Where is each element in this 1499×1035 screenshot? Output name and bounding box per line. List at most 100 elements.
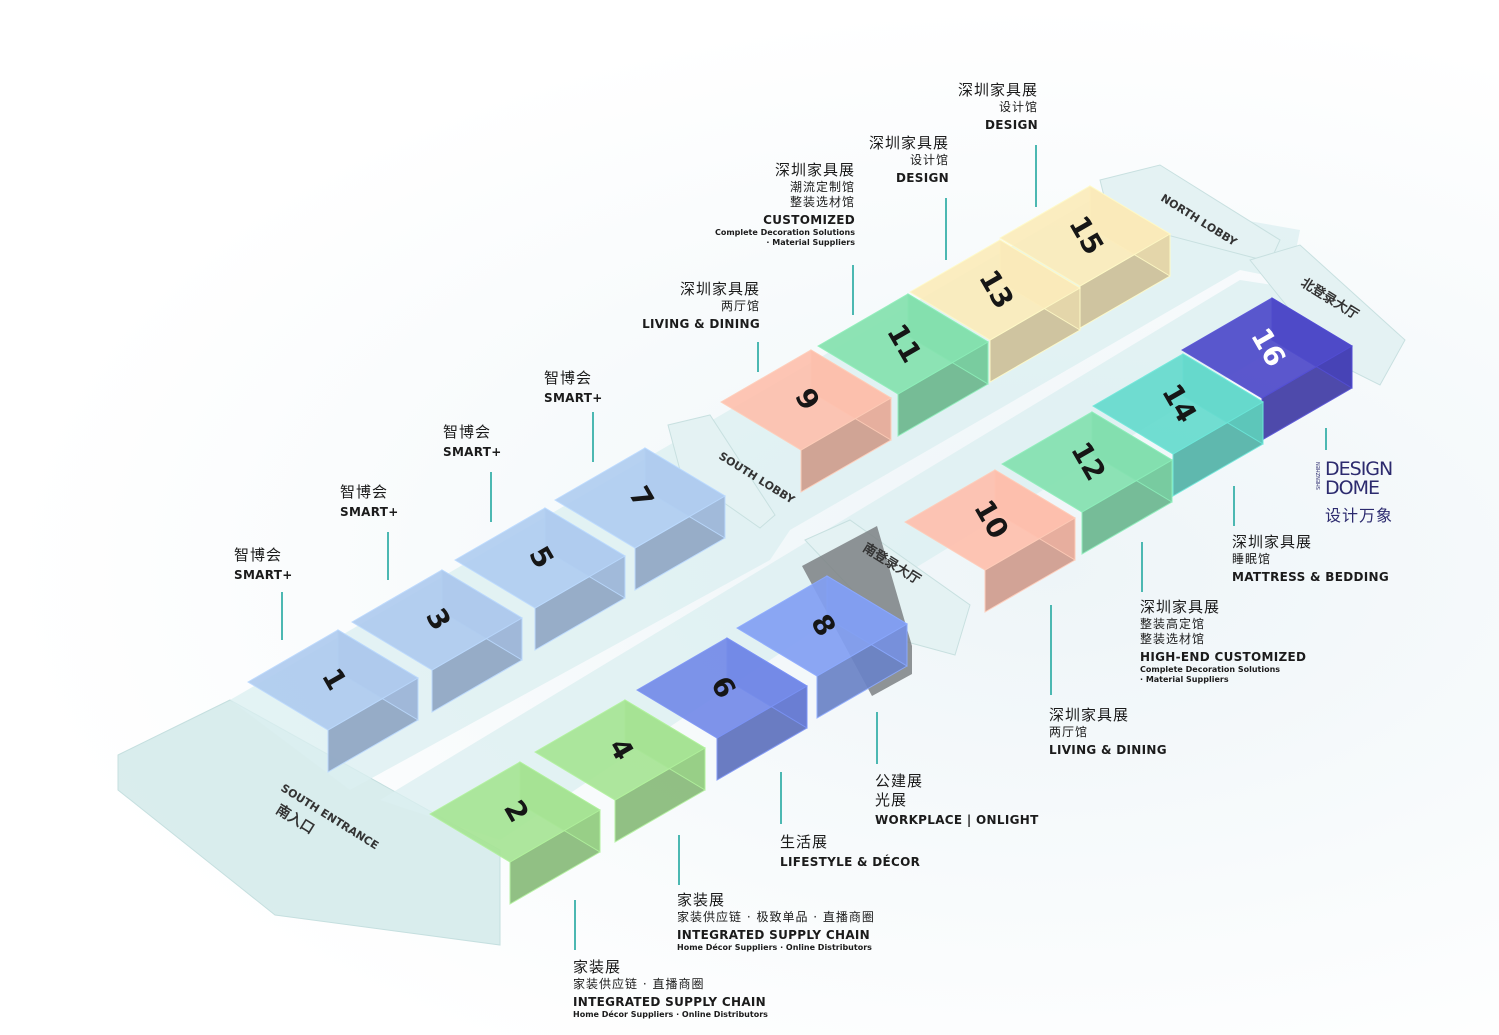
logo-line1: DESIGN xyxy=(1325,458,1393,480)
label-smart-5: 智博会 SMART+ xyxy=(443,423,502,460)
booth-top xyxy=(1181,297,1353,399)
booth-top xyxy=(1001,411,1173,513)
label-cn: 智博会 xyxy=(443,423,492,441)
label-en: LIFESTYLE & DÉCOR xyxy=(780,854,921,869)
booth-5[interactable]: 5 xyxy=(454,507,626,651)
booth-9[interactable]: 9 xyxy=(720,349,892,493)
booth-3[interactable]: 3 xyxy=(351,569,523,713)
booth-top xyxy=(534,699,706,801)
booth-top xyxy=(351,569,523,671)
booth-top xyxy=(736,575,908,677)
booth-14[interactable]: 14 xyxy=(1092,353,1264,497)
booth-13[interactable]: 13 xyxy=(909,239,1081,383)
booth-1[interactable]: 1 xyxy=(247,629,419,773)
label-en: DESIGN xyxy=(896,170,949,185)
label-cn: 家装展 xyxy=(573,958,622,976)
booth-top xyxy=(554,447,726,549)
booth-top xyxy=(454,507,626,609)
label-en: SMART+ xyxy=(544,390,603,405)
booth-top xyxy=(909,239,1081,341)
label-cn: 深圳家具展 xyxy=(957,81,1038,99)
label-home-2: 家装展 家装供应链 · 直播商圈 INTEGRATED SUPPLY CHAIN… xyxy=(573,958,768,1020)
label-sub: 设计馆 xyxy=(909,152,949,167)
booth-top xyxy=(999,185,1171,287)
label-small: · Material Suppliers xyxy=(766,237,855,247)
label-cn: 光展 xyxy=(875,790,908,809)
booth-6[interactable]: 6 xyxy=(636,637,808,781)
logo-side-text: SHENZHEN xyxy=(1316,462,1322,490)
label-living-10: 深圳家具展 两厅馆 LIVING & DINING xyxy=(1049,706,1167,758)
label-en: LIVING & DINING xyxy=(642,316,760,331)
label-highend-12: 深圳家具展 整装高定馆 整装选材馆 HIGH-END CUSTOMIZED Co… xyxy=(1140,598,1306,685)
label-en: INTEGRATED SUPPLY CHAIN xyxy=(573,994,767,1009)
booth-8[interactable]: 8 xyxy=(736,526,912,719)
label-small: · Material Suppliers xyxy=(1140,674,1229,684)
label-en: LIVING & DINING xyxy=(1049,742,1167,757)
booth-16[interactable]: 16 xyxy=(1181,297,1353,441)
label-mattress-14: 深圳家具展 睡眠馆 MATTRESS & BEDDING xyxy=(1232,533,1389,585)
label-small: Complete Decoration Solutions xyxy=(714,227,855,237)
booth-12[interactable]: 12 xyxy=(1001,411,1173,555)
label-cn: 智博会 xyxy=(234,546,283,564)
label-smart-3: 智博会 SMART+ xyxy=(340,483,399,520)
label-cn: 家装展 xyxy=(677,891,726,909)
booth-top xyxy=(247,629,419,731)
design-dome-logo: SHENZHEN DESIGN DOME 设计万象 xyxy=(1316,458,1394,526)
label-sub: 两厅馆 xyxy=(720,298,760,313)
leader-line xyxy=(574,900,576,950)
leader-line xyxy=(1233,486,1235,526)
label-home-4: 家装展 家装供应链 · 极致单品 · 直播商圈 INTEGRATED SUPPL… xyxy=(677,891,875,953)
booth-10[interactable]: 10 xyxy=(904,469,1076,613)
booth-top xyxy=(817,293,989,395)
booth-top xyxy=(429,761,601,863)
leader-line xyxy=(1325,428,1327,450)
leader-line xyxy=(852,265,854,315)
label-sub: 潮流定制馆 xyxy=(789,179,855,194)
booth-11[interactable]: 11 xyxy=(817,293,989,437)
leader-line xyxy=(281,592,283,640)
label-smart-1: 智博会 SMART+ xyxy=(234,546,293,583)
booth-top xyxy=(636,637,808,739)
label-cn: 深圳家具展 xyxy=(1049,706,1130,724)
leader-line xyxy=(387,532,389,580)
label-en: DESIGN xyxy=(985,117,1038,132)
label-sub: 睡眠馆 xyxy=(1232,551,1272,566)
label-en: SMART+ xyxy=(234,567,293,582)
label-en: HIGH-END CUSTOMIZED xyxy=(1140,649,1307,664)
leader-line xyxy=(945,198,947,260)
label-cn: 深圳家具展 xyxy=(679,280,760,298)
label-sub: 整装选材馆 xyxy=(1140,631,1206,646)
label-small: Complete Decoration Solutions xyxy=(1140,664,1281,674)
leader-line xyxy=(1035,145,1037,207)
leader-line xyxy=(780,772,782,824)
booth-top xyxy=(1092,353,1264,455)
label-cn: 深圳家具展 xyxy=(1140,598,1221,616)
logo-line2: DOME xyxy=(1325,477,1380,499)
label-sub: 整装高定馆 xyxy=(1140,616,1206,631)
leader-line xyxy=(678,835,680,885)
label-en: INTEGRATED SUPPLY CHAIN xyxy=(677,927,871,942)
label-cn: 生活展 xyxy=(780,833,829,851)
booth-top xyxy=(720,349,892,451)
booth-2[interactable]: 2 xyxy=(429,761,601,905)
leader-line xyxy=(490,472,492,522)
logo-cn: 设计万象 xyxy=(1325,506,1394,525)
label-workplace-8: 公建展 光展 WORKPLACE | ONLIGHT xyxy=(875,772,1039,828)
label-cn: 智博会 xyxy=(340,483,389,501)
label-small: Home Décor Suppliers · Online Distributo… xyxy=(677,942,872,952)
label-smart-7: 智博会 SMART+ xyxy=(544,369,603,406)
label-en: WORKPLACE | ONLIGHT xyxy=(875,812,1039,827)
label-cn: 深圳家具展 xyxy=(1232,533,1313,551)
label-cn: 深圳家具展 xyxy=(868,134,949,152)
label-cn: 公建展 xyxy=(875,772,924,790)
booth-4[interactable]: 4 xyxy=(534,699,706,843)
label-sub: 家装供应链 · 直播商圈 xyxy=(573,976,705,991)
booth-7[interactable]: 7 xyxy=(554,447,726,591)
label-sub: 家装供应链 · 极致单品 · 直播商圈 xyxy=(677,909,875,924)
leader-line xyxy=(757,342,759,372)
label-design-13: 深圳家具展 设计馆 DESIGN xyxy=(869,134,949,186)
label-en: CUSTOMIZED xyxy=(763,212,855,227)
leader-line xyxy=(592,412,594,462)
label-lifestyle-6: 生活展 LIFESTYLE & DÉCOR xyxy=(780,833,920,870)
